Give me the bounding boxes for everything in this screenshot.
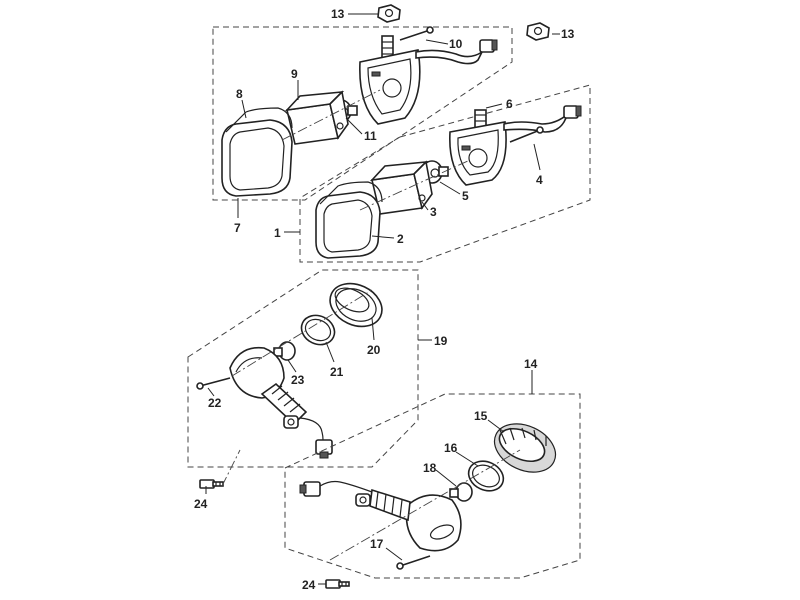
nut-13-top bbox=[377, 4, 401, 23]
axis-line-19 bbox=[231, 289, 373, 377]
callout-13-right: 13 bbox=[561, 27, 575, 41]
axis-line-lower bbox=[359, 159, 471, 211]
callout-17: 17 bbox=[370, 537, 384, 551]
group-19-boundary bbox=[187, 269, 419, 468]
callout-5: 5 bbox=[462, 189, 469, 203]
lens-2 bbox=[315, 181, 383, 259]
callout-3: 3 bbox=[430, 205, 437, 219]
lens-rim-15 bbox=[493, 423, 557, 473]
callout-1: 1 bbox=[274, 226, 281, 240]
callout-20: 20 bbox=[367, 343, 381, 357]
leader-lines bbox=[205, 13, 560, 585]
bulb-23 bbox=[273, 341, 296, 361]
group-1-boundary bbox=[299, 84, 591, 263]
callout-10: 10 bbox=[449, 37, 463, 51]
bolt-24-upper-axis bbox=[221, 449, 241, 487]
callout-7: 7 bbox=[234, 221, 241, 235]
callout-13-top: 13 bbox=[331, 7, 345, 21]
axis-line-upper bbox=[281, 89, 381, 141]
callout-18: 18 bbox=[423, 461, 437, 475]
callout-2: 2 bbox=[397, 232, 404, 246]
stalk-signal-lower bbox=[299, 480, 462, 552]
bolt-24-upper bbox=[199, 479, 224, 489]
callout-15: 15 bbox=[474, 409, 488, 423]
callout-6: 6 bbox=[506, 97, 513, 111]
lens-holder-9 bbox=[284, 90, 349, 145]
callout-11: 11 bbox=[364, 129, 377, 143]
screw-17 bbox=[396, 555, 431, 570]
gasket-21 bbox=[300, 314, 336, 346]
axis-line-14 bbox=[329, 449, 521, 561]
housing-upper bbox=[359, 35, 498, 125]
callout-14: 14 bbox=[524, 357, 538, 371]
lens-rim-20 bbox=[329, 282, 383, 328]
nut-13-right bbox=[526, 22, 550, 41]
bulb-18 bbox=[449, 482, 473, 502]
group-14-boundary bbox=[284, 393, 581, 579]
housing-lower bbox=[449, 105, 582, 186]
callout-21: 21 bbox=[330, 365, 344, 379]
callout-9: 9 bbox=[291, 67, 298, 81]
callout-4: 4 bbox=[536, 173, 543, 187]
callout-19: 19 bbox=[434, 334, 448, 348]
bolt-24-lower bbox=[325, 579, 350, 589]
callout-16: 16 bbox=[444, 441, 458, 455]
callout-8: 8 bbox=[236, 87, 243, 101]
callout-24-upper: 24 bbox=[194, 497, 208, 511]
stalk-signal-upper bbox=[229, 346, 333, 459]
lens-8 bbox=[221, 107, 293, 197]
callout-24-lower: 24 bbox=[302, 578, 316, 592]
screw-22 bbox=[196, 377, 231, 390]
callout-23: 23 bbox=[291, 373, 305, 387]
lens-holder-lower bbox=[369, 160, 433, 215]
screw-10 bbox=[399, 26, 434, 41]
gasket-16 bbox=[467, 460, 505, 492]
group-7-boundary bbox=[212, 26, 513, 201]
callout-22: 22 bbox=[208, 396, 222, 410]
